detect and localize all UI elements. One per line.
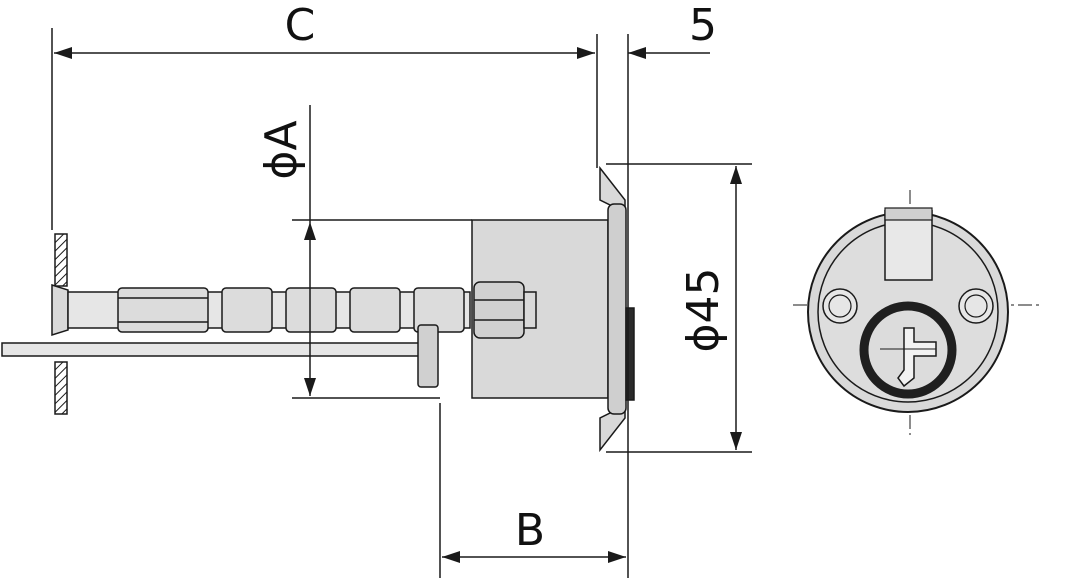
dimension-45-label: ϕ45 (678, 267, 729, 352)
spindle-segment (349, 287, 401, 333)
dimension-lines (51, 28, 752, 578)
spindle-segment (285, 287, 337, 333)
dimension-b-label: B (515, 505, 545, 556)
keyhole (897, 327, 937, 388)
spindle-segment (221, 287, 273, 333)
tailpiece-bar (1, 342, 431, 357)
spindle-segment (117, 287, 209, 333)
tailpiece-slot (884, 210, 933, 281)
spindle-head (51, 283, 69, 337)
rose-gasket (625, 307, 635, 401)
nut-collar (523, 291, 537, 329)
side-view (1, 165, 635, 453)
spindle-segment (413, 287, 465, 333)
hex-nut (473, 281, 525, 339)
door-wall-bottom-hatch (54, 361, 68, 415)
retaining-clip (417, 324, 439, 388)
dimension-a-label: ϕA (256, 120, 307, 179)
screw-hole-left (822, 288, 858, 324)
screw-hole-right (958, 288, 994, 324)
door-wall-top-hatch (54, 233, 68, 287)
rose-plate (607, 203, 627, 415)
dimension-c-label: C (285, 0, 316, 51)
front-view (793, 190, 1042, 435)
dimension-5-label: 5 (689, 0, 717, 51)
